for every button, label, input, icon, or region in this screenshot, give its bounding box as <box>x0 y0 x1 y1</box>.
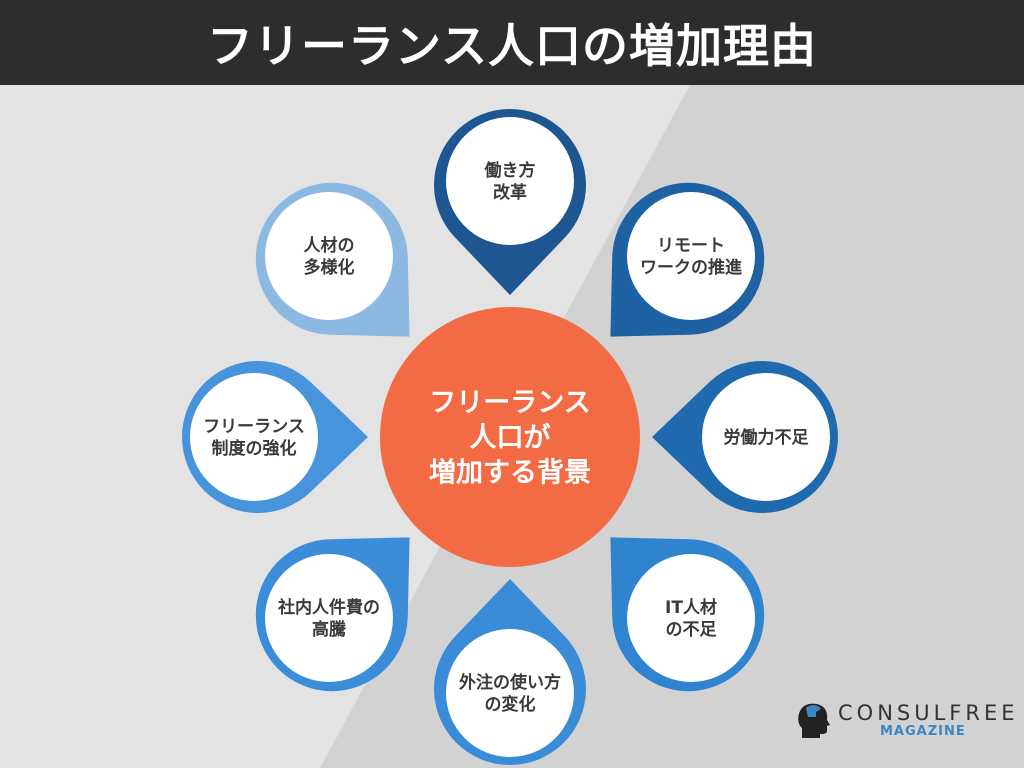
petal-label-line: ワークの推進 <box>640 257 742 278</box>
petal-4: IT人材の不足 <box>610 537 765 692</box>
petal-label-line: リモート <box>657 236 725 256</box>
consulfree-logo: CONSULFREE MAGAZINE <box>796 700 1019 740</box>
petal-label: 労働力不足 <box>724 427 809 448</box>
petal-inner-circle <box>627 191 756 320</box>
petal-label-line: の不足 <box>666 620 717 640</box>
petal-label: 人材の多様化 <box>303 235 354 278</box>
petal-label-line: IT人材 <box>665 597 717 618</box>
logo-sub-text: MAGAZINE <box>880 723 966 739</box>
petal-label-line: 外注の使い方 <box>459 672 561 693</box>
petal-label-line: 制度の強化 <box>212 438 297 459</box>
petal-label-line: フリーランス <box>203 417 305 437</box>
petal-label-line: 社内人件費の <box>277 597 380 618</box>
logo-main-text: CONSULFREE <box>838 700 1019 725</box>
title-banner: フリーランス人口の増加理由 <box>0 0 1024 85</box>
center-circle <box>380 307 640 567</box>
petal-8: 人材の多様化 <box>255 182 410 337</box>
center-label-line: 人口が <box>470 421 551 453</box>
head-puzzle-icon <box>798 703 830 738</box>
petal-inner-circle <box>264 554 393 683</box>
petal-inner-circle <box>702 373 830 501</box>
page-title: フリーランス人口の増加理由 <box>206 18 818 73</box>
center-label-line: フリーランス <box>429 387 590 418</box>
petal-inner-circle <box>190 373 318 501</box>
petal-3: 労働力不足 <box>652 361 838 513</box>
petal-1: 働き方改革 <box>434 109 586 295</box>
petal-label: 働き方改革 <box>484 160 536 203</box>
center-label: フリーランス人口が増加する背景 <box>429 387 591 488</box>
petal-inner-circle <box>446 117 574 245</box>
petal-label: フリーランス制度の強化 <box>203 417 305 459</box>
petal-label: リモートワークの推進 <box>640 236 742 278</box>
petal-inner-circle <box>627 554 756 683</box>
petal-label-line: 労働力不足 <box>724 427 809 448</box>
petal-5: 外注の使い方の変化 <box>434 579 586 766</box>
petal-inner-circle <box>446 629 574 757</box>
petal-label-line: 高騰 <box>312 619 347 640</box>
petal-label-line: の変化 <box>485 694 536 715</box>
petal-2: リモートワークの推進 <box>610 182 765 337</box>
petal-7: フリーランス制度の強化 <box>182 361 368 513</box>
petal-6: 社内人件費の高騰 <box>255 537 410 692</box>
petal-label: 外注の使い方の変化 <box>459 672 561 715</box>
center-label-line: 増加する背景 <box>429 457 591 489</box>
petal-label-line: 働き方 <box>484 160 536 181</box>
petal-label: IT人材の不足 <box>665 597 717 640</box>
petal-label-line: 多様化 <box>303 257 354 278</box>
petal-label: 社内人件費の高騰 <box>277 597 380 640</box>
petal-inner-circle <box>264 191 393 320</box>
petal-label-line: 人材の <box>303 235 354 256</box>
petal-label-line: 改革 <box>493 182 527 203</box>
